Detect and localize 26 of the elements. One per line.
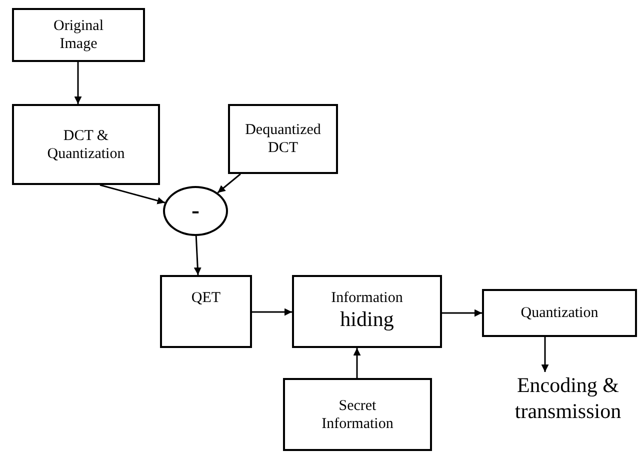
arrow [100, 184, 166, 204]
process-box [12, 104, 160, 185]
node-text: Information [330, 289, 404, 307]
arrow [217, 173, 241, 194]
node-text: Dequantized DCT [244, 121, 322, 157]
process-box [482, 289, 637, 337]
arrow [442, 309, 482, 317]
arrow [252, 308, 292, 316]
arrow [541, 337, 549, 372]
operator-circle [163, 186, 228, 236]
process-box [283, 378, 432, 451]
arrow [353, 348, 361, 378]
node-text: QET [190, 289, 222, 307]
node-text: - [190, 199, 200, 223]
output-text: Encoding & transmission [514, 372, 622, 424]
process-box [228, 104, 338, 174]
node-text: DCT & Quantization [46, 126, 126, 162]
node-text: Quantization [520, 304, 600, 322]
node-text: Secret Information [320, 396, 394, 432]
node-text: Original Image [52, 17, 104, 53]
node-text: hiding [339, 307, 395, 331]
process-box [292, 275, 442, 348]
arrow [74, 62, 82, 104]
arrow [194, 236, 202, 276]
process-box [12, 8, 145, 62]
process-box [160, 275, 252, 348]
